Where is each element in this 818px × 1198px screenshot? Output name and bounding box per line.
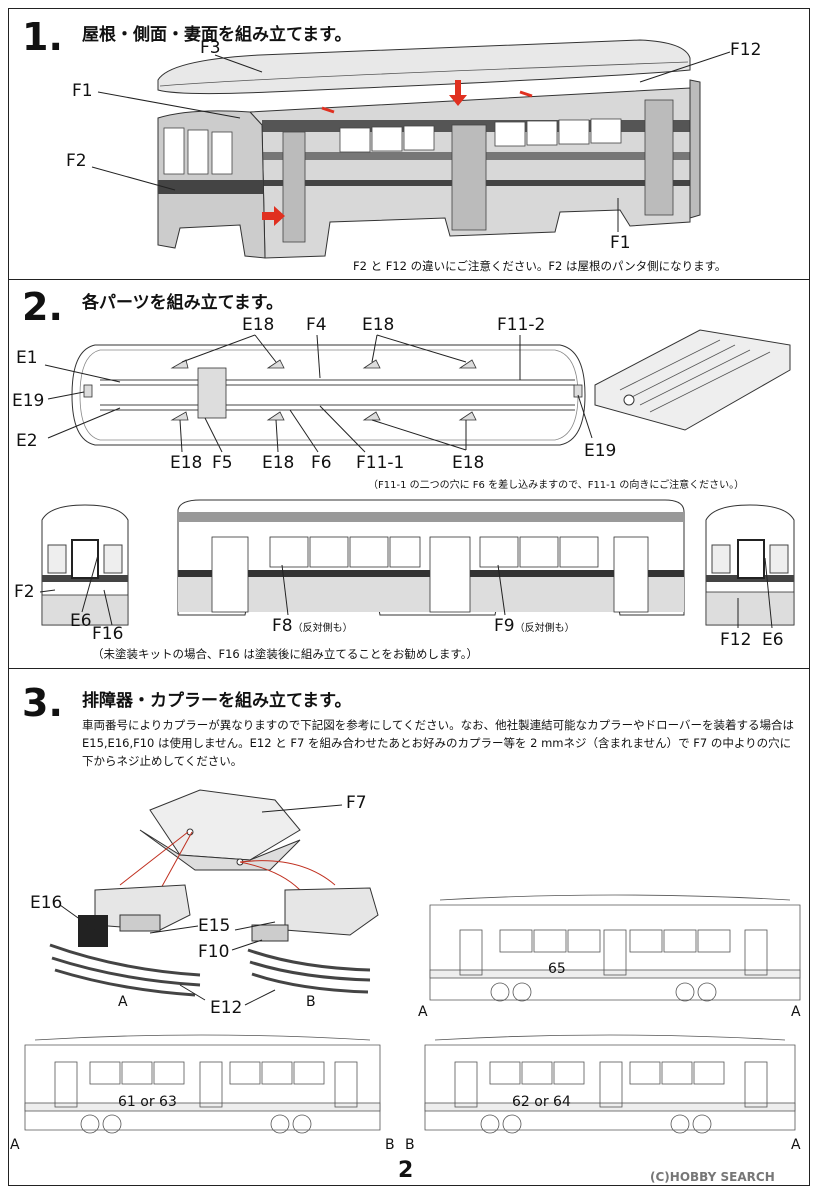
step3-number: 3. <box>22 681 63 725</box>
watermark: (C)HOBBY SEARCH <box>650 1170 775 1184</box>
label-f7: F7 <box>346 793 367 813</box>
section-divider <box>8 279 810 280</box>
label-f1-bottom: F1 <box>610 233 631 253</box>
side-view-f8-f9 <box>177 499 685 616</box>
label-e18-top-left: E18 <box>242 315 275 335</box>
label-f5: F5 <box>212 453 233 473</box>
label-f11-1: F11-1 <box>356 453 405 473</box>
step1-note: F2 と F12 の違いにご注意ください。F2 は屋根のパンタ側になります。 <box>353 259 727 273</box>
label-f4: F4 <box>306 315 327 335</box>
car-62-right-end: A <box>791 1137 801 1153</box>
label-f2: F2 <box>66 151 87 171</box>
label-e18-bottom-left: E18 <box>170 453 203 473</box>
step1-number: 1. <box>22 15 63 59</box>
label-e1: E1 <box>16 348 38 368</box>
label-f12: F12 <box>730 40 762 60</box>
coupler-a-label: A <box>118 994 128 1010</box>
label-f12-end: F12 <box>720 630 752 650</box>
label-e18-bottom-mid: E18 <box>262 453 295 473</box>
step1-title: 屋根・側面・妻面を組み立てます。 <box>82 25 352 45</box>
step3-body: 車両番号によりカプラーが異なりますので下記図を参考にしてください。なお、他社製連… <box>82 718 794 768</box>
step1-tram-body-illustration <box>91 39 731 259</box>
step2-underfloor-illustration <box>39 329 795 629</box>
end-view-left <box>41 504 129 626</box>
label-e12: E12 <box>210 998 243 1018</box>
car-number-62-or-64: 62 or 64 <box>512 1094 571 1110</box>
end-f12 <box>689 79 701 219</box>
label-f8: F8（反対側も） <box>272 616 353 636</box>
step3-title: 排障器・カプラーを組み立てます。 <box>82 691 352 711</box>
label-f16: F16 <box>92 624 124 644</box>
car-number-65: 65 <box>548 961 566 977</box>
step2-title: 各パーツを組み立てます。 <box>82 293 284 313</box>
car-number-61-or-63: 61 or 63 <box>118 1094 177 1110</box>
label-e18-bottom-right: E18 <box>452 453 485 473</box>
label-f9: F9（反対側も） <box>494 616 575 636</box>
step2-note-f11: （F11-1 の二つの穴に F6 を差し込みますので、F11-1 の向きにご注意… <box>368 480 745 491</box>
car-65-right-end: A <box>791 1004 801 1020</box>
label-f1-top: F1 <box>72 81 93 101</box>
label-e2: E2 <box>16 431 38 451</box>
label-e16: E16 <box>30 893 63 913</box>
car-62-or-64 <box>424 1034 796 1134</box>
label-e19-left: E19 <box>12 391 45 411</box>
roof-f3 <box>157 39 691 95</box>
label-f3: F3 <box>200 38 221 58</box>
page-frame <box>8 8 810 1186</box>
label-f6: F6 <box>311 453 332 473</box>
car-65 <box>429 894 801 1002</box>
label-e18-top-mid: E18 <box>362 315 395 335</box>
coupler-b-label: B <box>306 994 316 1010</box>
car-61-right-end: B <box>385 1137 395 1153</box>
end-view-right <box>705 504 795 626</box>
step2-number: 2. <box>22 285 63 329</box>
section-divider <box>8 668 810 669</box>
label-e15: E15 <box>198 916 231 936</box>
label-f10: F10 <box>198 942 230 962</box>
label-e19-right: E19 <box>584 441 617 461</box>
car-61-left-end: A <box>10 1137 20 1153</box>
label-e6-right: E6 <box>762 630 784 650</box>
label-f11-2: F11-2 <box>497 315 546 335</box>
label-f2-end: F2 <box>14 582 35 602</box>
car-65-left-end: A <box>418 1004 428 1020</box>
page-number: 2 <box>398 1158 414 1183</box>
car-62-left-end: B <box>405 1137 415 1153</box>
label-e6-left: E6 <box>70 611 92 631</box>
step2-note-f16: （未塗装キットの場合、F16 は塗装後に組み立てることをお勧めします。） <box>92 647 478 661</box>
car-61-or-63 <box>24 1034 381 1134</box>
